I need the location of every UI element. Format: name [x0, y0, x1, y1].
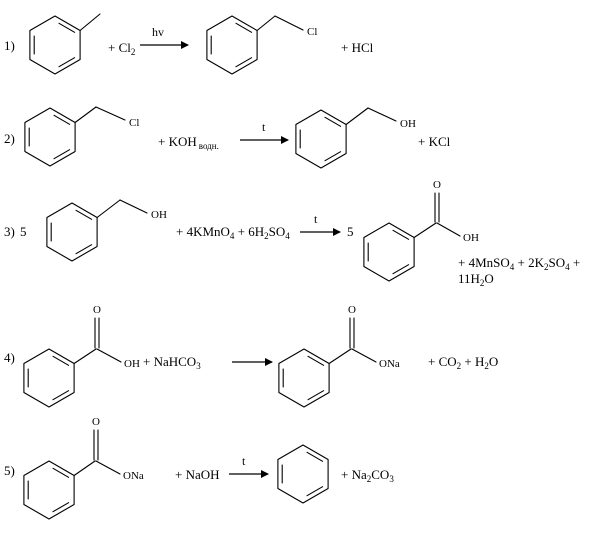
benzyl-chloride-molecule: Cl: [206, 15, 317, 75]
sodium-oxide-label: ONa: [123, 470, 144, 482]
carbonyl-oxygen-label: O: [92, 416, 100, 428]
carbonyl-oxygen-label: O: [433, 179, 441, 191]
reaction-4: 4) O OH + NaHCO3 O ONa + CO2 + H2O: [4, 304, 498, 408]
stoichiometric-coefficient: 5: [20, 224, 27, 239]
byproduct-sodium-carbonate: + Na2CO3: [341, 467, 394, 484]
condition-label: hv: [152, 25, 164, 39]
reagent-nahco3: + NaHCO3: [143, 354, 201, 371]
hydroxyl-label: OH: [400, 118, 416, 130]
benzyl-chloride-molecule: Cl: [24, 106, 139, 167]
hydroxyl-label: OH: [124, 358, 140, 370]
hydroxyl-label: OH: [151, 209, 167, 221]
benzene-molecule: [277, 444, 329, 504]
reagent-chlorine: + Cl2: [108, 40, 135, 57]
benzyl-alcohol-molecule: OH: [295, 107, 416, 169]
condition-label: t: [242, 454, 246, 468]
byproducts: + CO2 + H2O: [428, 354, 498, 371]
condition-label: t: [314, 212, 318, 226]
benzoic-acid-molecule: O OH: [363, 179, 479, 282]
reaction-number: 3): [4, 224, 15, 239]
carbonyl-oxygen-label: O: [348, 304, 356, 316]
reaction-number: 5): [4, 463, 15, 478]
byproducts-line-2: 11H2O: [458, 271, 494, 288]
reaction-number: 4): [4, 350, 15, 365]
chlorine-label: Cl: [307, 26, 317, 38]
hydroxyl-label: OH: [463, 232, 479, 244]
sodium-benzoate-molecule: O ONa: [23, 416, 144, 520]
byproducts-line-1: + 4MnSO4 + 2K2SO4 +: [458, 255, 580, 272]
reaction-1: 1) + Cl2 hv Cl + HCl: [4, 13, 374, 75]
sodium-oxide-label: ONa: [379, 358, 400, 370]
product-coefficient: 5: [347, 224, 354, 239]
reaction-5: 5) O ONa + NaOH t + Na2CO3: [4, 416, 394, 520]
byproduct-hcl: + HCl: [341, 40, 374, 55]
benzyl-alcohol-molecule: OH: [46, 199, 167, 262]
reagent-naoh: + NaOH: [175, 467, 220, 482]
toluene-molecule: [29, 13, 101, 75]
byproduct-kcl: + KCl: [418, 134, 451, 149]
reaction-3: 3) 5 OH + 4KMnO4 + 6H2SO4 t 5 O OH + 4Mn…: [4, 179, 580, 288]
carbonyl-oxygen-label: O: [93, 304, 101, 316]
reaction-number: 1): [4, 38, 15, 53]
reaction-number: 2): [4, 131, 15, 146]
chlorine-label: Cl: [129, 117, 139, 129]
sodium-benzoate-molecule: O ONa: [278, 304, 400, 408]
reagents-oxidant: + 4KMnO4 + 6H2SO4: [176, 224, 290, 241]
benzoic-acid-molecule: O OH: [23, 304, 140, 408]
condition-label: t: [262, 120, 266, 134]
